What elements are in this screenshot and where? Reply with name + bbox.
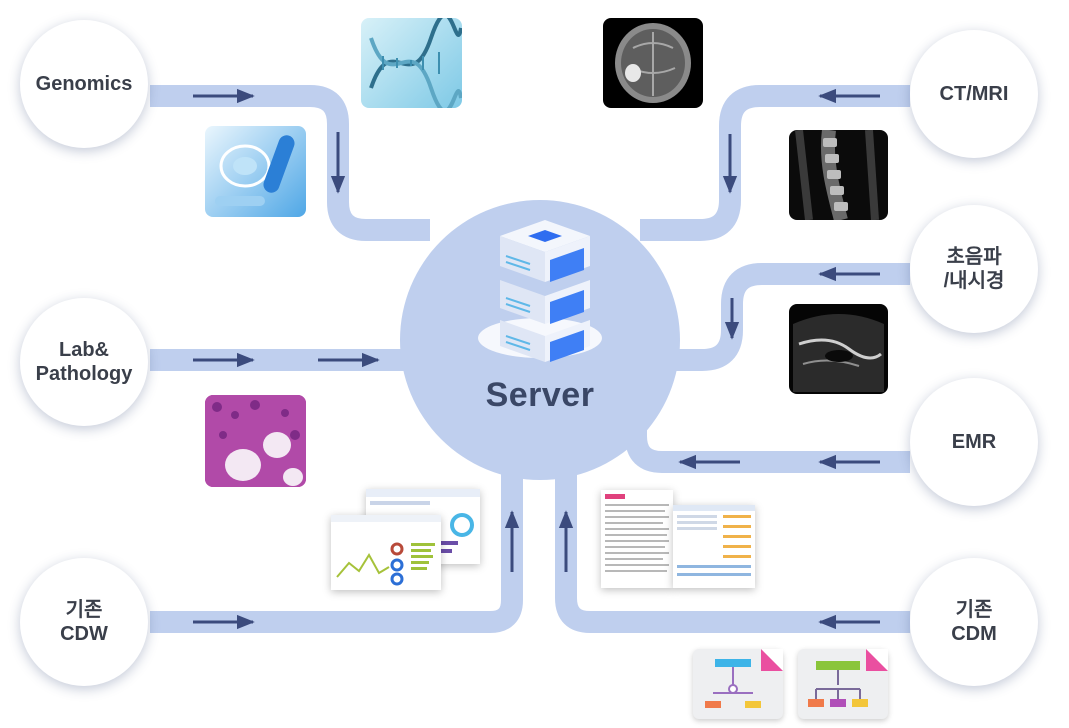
node-cdw-label: 기존 CDW (60, 599, 108, 645)
pipe-cdm (555, 420, 910, 633)
node-emr: EMR (910, 378, 1038, 506)
flow-arrows (193, 88, 880, 630)
node-genomics: Genomics (20, 20, 148, 148)
node-cdw: 기존 CDW (20, 558, 148, 686)
node-ultrasound-endoscopy-label: 초음파 /내시경 (943, 246, 1005, 292)
spine-mri-image (789, 130, 888, 220)
pipe-emr (625, 410, 910, 473)
pathology-slide-image (205, 395, 306, 487)
brain-mri-image (603, 18, 703, 108)
node-cdm: 기존 CDM (910, 558, 1038, 686)
emr-form-image (601, 490, 673, 588)
dna-helix-image (361, 18, 462, 108)
node-ct-mri-label: CT/MRI (939, 83, 1009, 105)
node-lab-pathology-label: Lab& Pathology (35, 339, 133, 385)
cdw-dashboard-image-2 (331, 515, 441, 590)
node-ct-mri: CT/MRI (910, 30, 1038, 158)
flowchart-document-icon-2 (798, 649, 888, 719)
node-ultrasound-endoscopy: 초음파 /내시경 (910, 205, 1038, 333)
emr-table-image (673, 505, 755, 588)
node-cdm-label: 기존 CDM (951, 599, 997, 645)
flowchart-document-icon (693, 649, 783, 719)
pipe-cdw (150, 420, 523, 633)
lab-flask-image (205, 126, 306, 217)
node-genomics-label: Genomics (35, 73, 133, 95)
server-rack-icon (478, 220, 602, 362)
ultrasound-image (789, 304, 888, 394)
node-emr-label: EMR (951, 431, 997, 453)
server-label: Server (485, 376, 595, 414)
node-lab-pathology: Lab& Pathology (20, 298, 148, 426)
